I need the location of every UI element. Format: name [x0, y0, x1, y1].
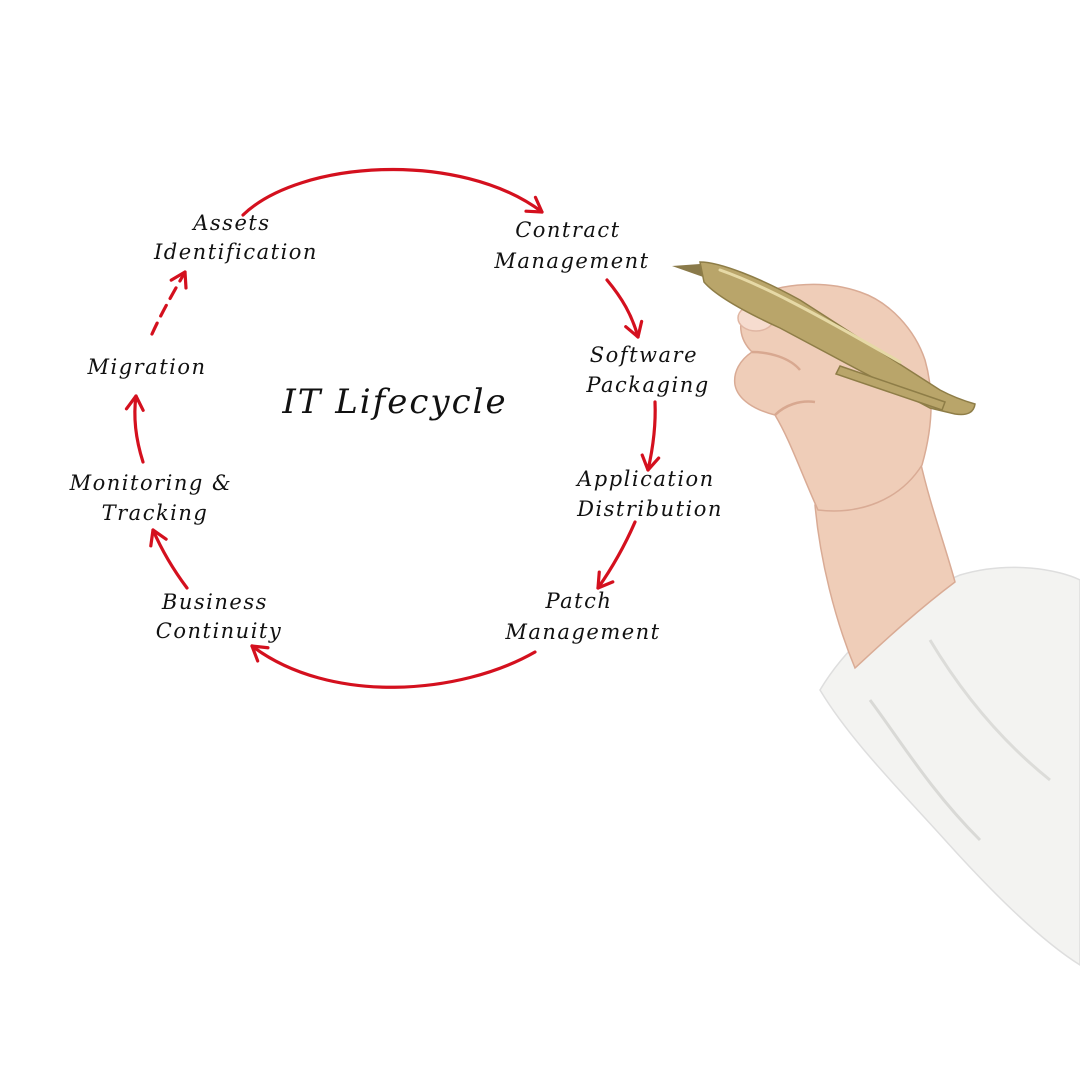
- pen-illustration: [672, 261, 976, 416]
- arrowhead-software: [624, 319, 644, 339]
- pen-barrel: [699, 261, 976, 416]
- hand-with-pen-illustration: [672, 261, 1080, 966]
- arrowhead-monitoring: [149, 528, 168, 548]
- pen-tip: [672, 264, 706, 278]
- arrow-monitoring-to-migration: [133, 394, 145, 464]
- arrowhead-contract: [524, 195, 544, 214]
- node-label-migration: Migration: [86, 355, 206, 379]
- pen-clip: [834, 365, 946, 411]
- arrowhead-migration: [124, 394, 145, 412]
- arrowhead-business: [250, 644, 270, 663]
- node-label-patch-management: Patch Management: [504, 589, 660, 644]
- cycle-arrows: [124, 167, 661, 689]
- node-label-business-continuity: Business Continuity: [156, 590, 282, 643]
- arrowhead-assets: [169, 270, 188, 290]
- node-label-assets-identification: Assets Identification: [153, 211, 318, 264]
- sleeve-fold-line: [928, 639, 1051, 782]
- node-label-monitoring-tracking: Monitoring & Tracking: [69, 471, 241, 525]
- hand-shape: [733, 283, 932, 512]
- arrow-assets-to-contract: [241, 167, 544, 217]
- node-label-software-packaging: Software Packaging: [585, 343, 709, 397]
- arrow-application-to-patch: [596, 520, 637, 590]
- node-labels: IT Lifecycle Assets Identification Contr…: [69, 211, 723, 644]
- diagram-title: IT Lifecycle: [281, 382, 507, 422]
- node-label-contract-management: Contract Management: [493, 218, 649, 273]
- arrowhead-patch: [596, 570, 615, 590]
- node-label-application-distribution: Application Distribution: [575, 467, 723, 521]
- arm-shape: [814, 458, 956, 670]
- arrow-migration-to-assets: [150, 270, 187, 336]
- arrow-business-to-monitoring: [151, 528, 189, 590]
- arrowhead-application: [640, 453, 661, 472]
- pen-highlight: [718, 268, 902, 364]
- sleeve-fold-line: [868, 699, 982, 842]
- arrow-contract-to-software: [605, 278, 640, 339]
- finger-line: [774, 400, 816, 416]
- finger-line: [751, 350, 801, 371]
- arrow-software-to-application: [646, 400, 657, 472]
- arrow-patch-to-business: [250, 644, 537, 689]
